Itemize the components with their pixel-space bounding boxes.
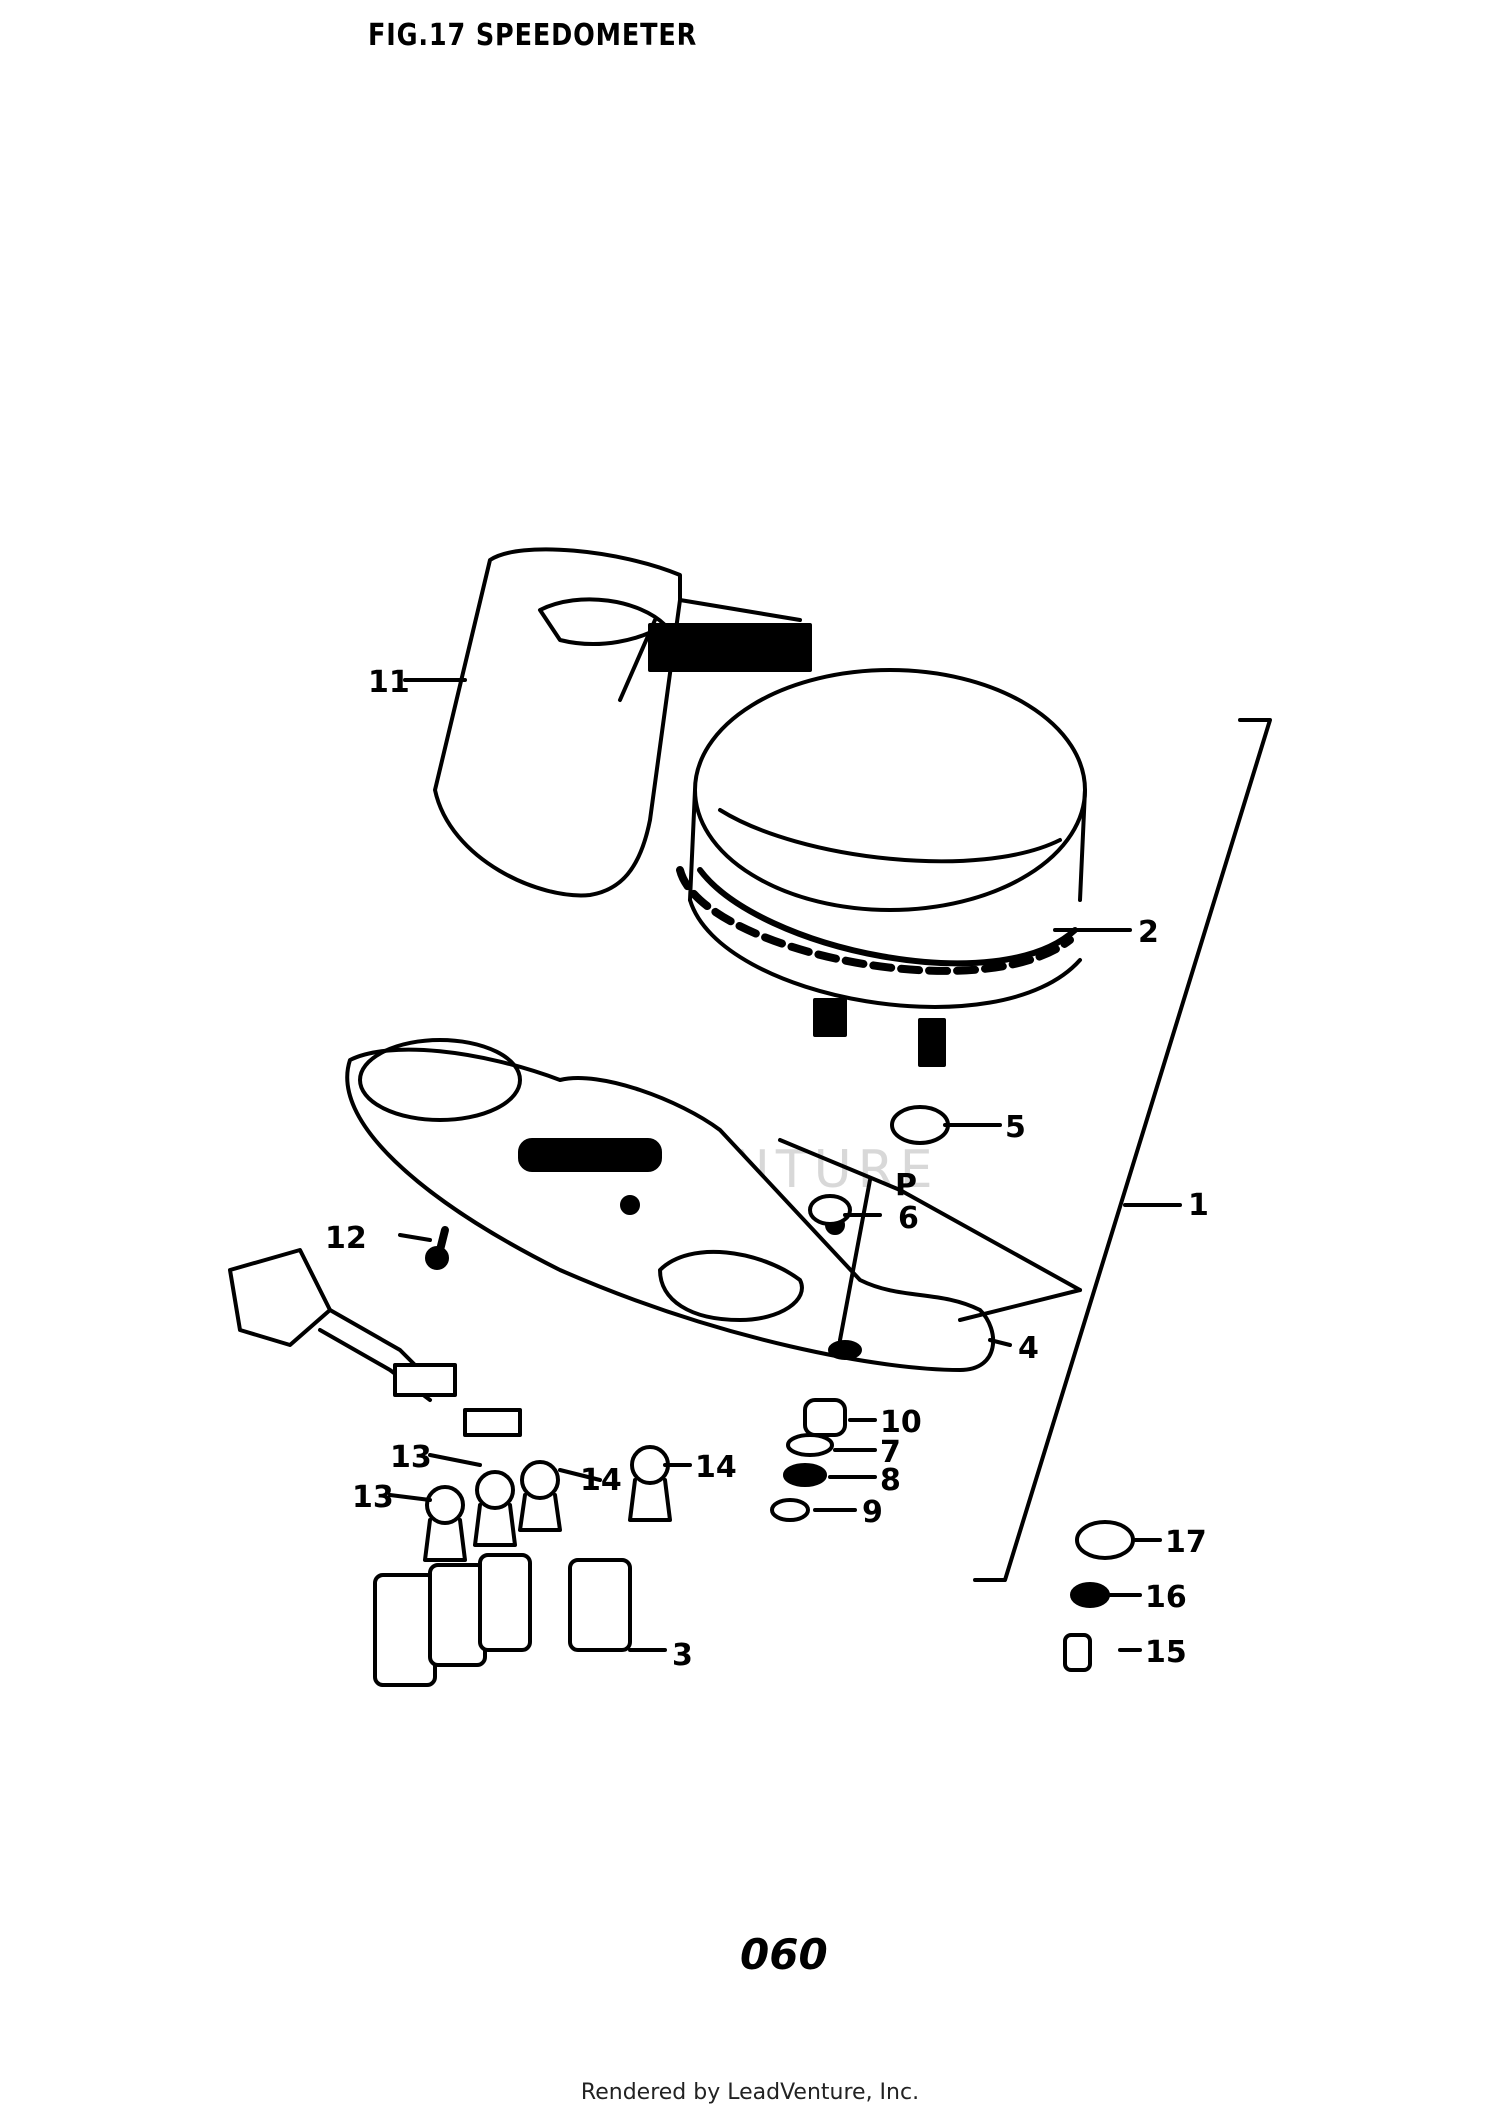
- figure-title: FIG.17 SPEEDOMETER: [368, 18, 698, 53]
- callout-11: 11: [368, 665, 410, 700]
- callout-14-middle: 14: [580, 1463, 622, 1498]
- callout-9: 9: [862, 1495, 883, 1530]
- p-marker: P: [895, 1168, 917, 1203]
- callout-16: 16: [1145, 1580, 1187, 1615]
- callout-17: 17: [1165, 1525, 1207, 1560]
- callout-15: 15: [1145, 1635, 1187, 1670]
- callout-6: 6: [898, 1201, 919, 1236]
- callout-5: 5: [1005, 1110, 1026, 1145]
- part-11-housing: [433, 547, 812, 898]
- part-3-sockets: [373, 1553, 632, 1687]
- wire-harness-connector: [228, 1248, 522, 1437]
- callout-8: 8: [880, 1463, 901, 1498]
- part-13-14-bulbs: [423, 1445, 672, 1562]
- callout-12: 12: [325, 1221, 367, 1256]
- footer-credit: Rendered by LeadVenture, Inc.: [580, 2080, 920, 2105]
- part-4-bracket: [345, 1038, 995, 1372]
- callout-4: 4: [1018, 1331, 1039, 1366]
- callout-2: 2: [1138, 915, 1159, 950]
- callout-3: 3: [672, 1638, 693, 1673]
- callout-10: 10: [880, 1405, 922, 1440]
- callout-13-lower: 13: [352, 1480, 394, 1515]
- part-2-speedometer: [676, 668, 1087, 1067]
- callout-1: 1: [1188, 1188, 1209, 1223]
- page-number: 060: [740, 1930, 828, 1979]
- callout-13-upper: 13: [390, 1440, 432, 1475]
- callout-14-right: 14: [695, 1450, 737, 1485]
- callout-7: 7: [880, 1435, 901, 1470]
